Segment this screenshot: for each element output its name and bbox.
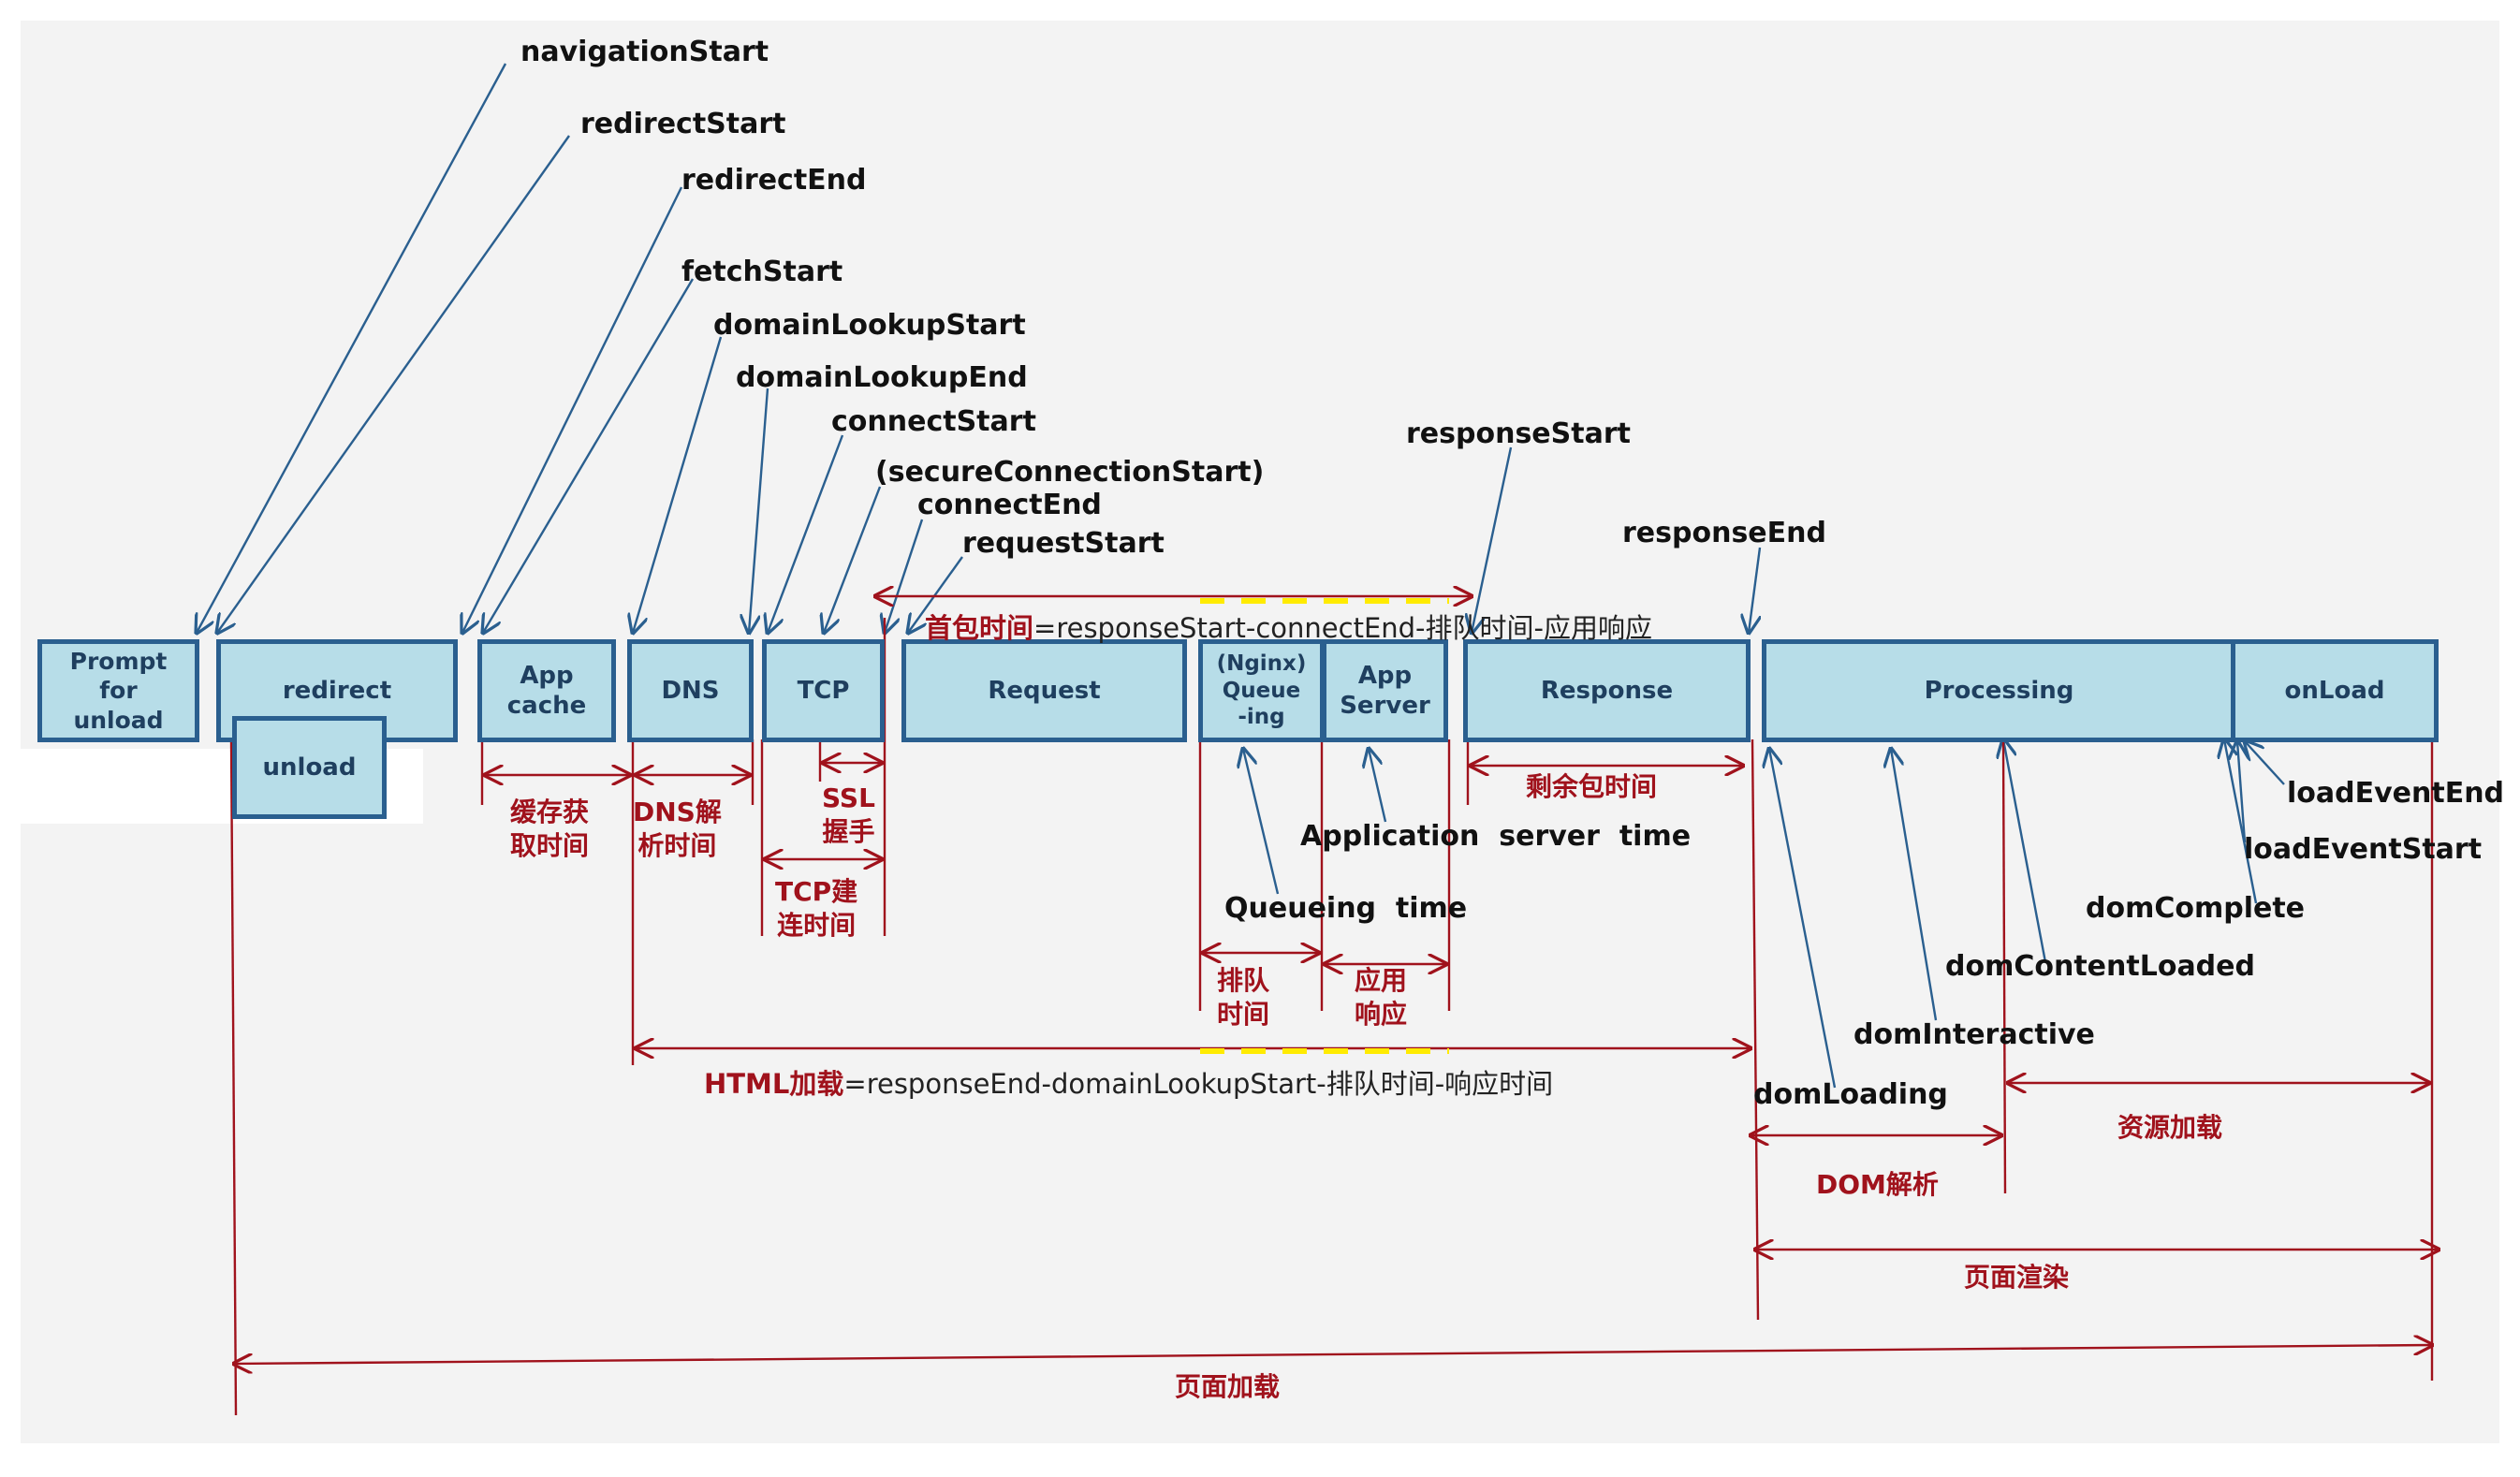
domain-lookup-end-pointer: [749, 388, 769, 633]
dom-interactive-pointer: [1891, 749, 1938, 1021]
load-event-start-label: loadEventStart: [2244, 833, 2483, 866]
html-load-formula: HTML加载=responseEnd-domainLookupStart-排队时…: [704, 1062, 1553, 1102]
redirect-start-label: redirectStart: [580, 108, 786, 140]
response-start-label: responseStart: [1406, 417, 1631, 450]
first-packet-term: 首包时间: [925, 612, 1034, 644]
processing-box: Processing: [1762, 639, 2236, 742]
prompt-for-unload-box: Prompt for unload: [37, 639, 199, 742]
app-response-label: 应用 响应: [1355, 965, 1408, 1031]
response-end-label: responseEnd: [1622, 517, 1826, 549]
connect-end-label: connectEnd: [917, 489, 1102, 521]
queueing-time-pointer: [1243, 749, 1280, 895]
dns-duration-label: DNS解 析时间: [633, 797, 722, 862]
connect-start-label: connectStart: [831, 405, 1036, 438]
app-cache-box: App cache: [477, 639, 616, 742]
dom-loading-pointer: [1769, 749, 1837, 1089]
ssl-duration-label: SSL 握手: [822, 782, 875, 848]
dom-parse-label: DOM解析: [1816, 1169, 1939, 1200]
domain-lookup-start-label: domainLookupStart: [713, 309, 1026, 342]
dom-complete-pointer: [2224, 739, 2258, 904]
response-end-pointer: [1749, 547, 1760, 633]
first-packet-formula: 首包时间=responseStart-connectEnd-排队时间-应用响应: [925, 607, 1652, 646]
request-box: Request: [901, 639, 1187, 742]
tcp-duration-label: TCP建 连时间: [775, 876, 858, 942]
page-load-left-tick: [229, 738, 238, 1416]
queueing-box: (Nginx) Queue -ing: [1198, 639, 1325, 742]
secure-connection-start-pointer: [824, 486, 882, 633]
duration-lines: [229, 596, 2439, 1416]
response-box: Response: [1463, 639, 1751, 742]
cache-duration-label: 缓存获 取时间: [510, 797, 590, 862]
dom-content-loaded-label: domContentLoaded: [1945, 950, 2255, 983]
queueing-time-label: Queueing time: [1224, 892, 1468, 925]
redirect-start-pointer: [217, 135, 570, 633]
fetch-start-pointer: [483, 278, 695, 633]
application-server-time-pointer: [1369, 749, 1387, 823]
event-pointer-lines: [197, 63, 2285, 1089]
secure-connection-start-label: (secureConnectionStart): [875, 456, 1265, 489]
request-start-label: requestStart: [962, 527, 1165, 560]
response-end-tick: [1751, 738, 1760, 1321]
remaining-packet-label: 剩余包时间: [1526, 771, 1658, 802]
html-load-expression: =responseEnd-domainLookupStart-排队时间-响应时间: [843, 1068, 1554, 1100]
page-load-label: 页面加载: [1175, 1371, 1281, 1402]
redirect-end-pointer: [462, 186, 683, 633]
dom-parse-right-tick: [2001, 738, 2007, 1194]
page-load-span: [234, 1345, 2432, 1364]
connect-start-pointer: [768, 434, 844, 633]
excluded-segment-highlights: [1200, 598, 1449, 1054]
application-server-time-label: Application server time: [1300, 820, 1692, 853]
navigation-start-label: navigationStart: [520, 36, 769, 68]
page-render-label: 页面渲染: [1964, 1262, 2070, 1293]
dom-content-loaded-pointer: [2003, 739, 2047, 963]
html-load-term: HTML加载: [704, 1068, 844, 1100]
navigation-start-pointer: [197, 63, 507, 633]
app-server-box: App Server: [1322, 639, 1448, 742]
onload-box: onLoad: [2231, 639, 2439, 742]
load-event-end-pointer: [2245, 741, 2285, 785]
load-event-end-label: loadEventEnd: [2287, 777, 2505, 810]
response-start-pointer: [1472, 446, 1513, 633]
load-event-start-pointer: [2237, 741, 2245, 843]
dom-loading-label: domLoading: [1753, 1078, 1948, 1111]
domain-lookup-start-pointer: [633, 336, 723, 633]
queue-duration-label: 排队 时间: [1217, 965, 1270, 1031]
dom-complete-label: domComplete: [2086, 892, 2306, 925]
fetch-start-label: fetchStart: [681, 256, 843, 288]
tcp-box: TCP: [762, 639, 885, 742]
connect-end-pointer: [885, 519, 924, 633]
domain-lookup-end-label: domainLookupEnd: [736, 361, 1028, 394]
resource-load-label: 资源加载: [2117, 1112, 2223, 1143]
first-packet-expression: =responseStart-connectEnd-排队时间-应用响应: [1033, 612, 1652, 644]
dom-interactive-label: domInteractive: [1853, 1018, 2095, 1051]
unload-box: unload: [232, 716, 387, 819]
redirect-end-label: redirectEnd: [681, 164, 867, 197]
dns-box: DNS: [627, 639, 754, 742]
